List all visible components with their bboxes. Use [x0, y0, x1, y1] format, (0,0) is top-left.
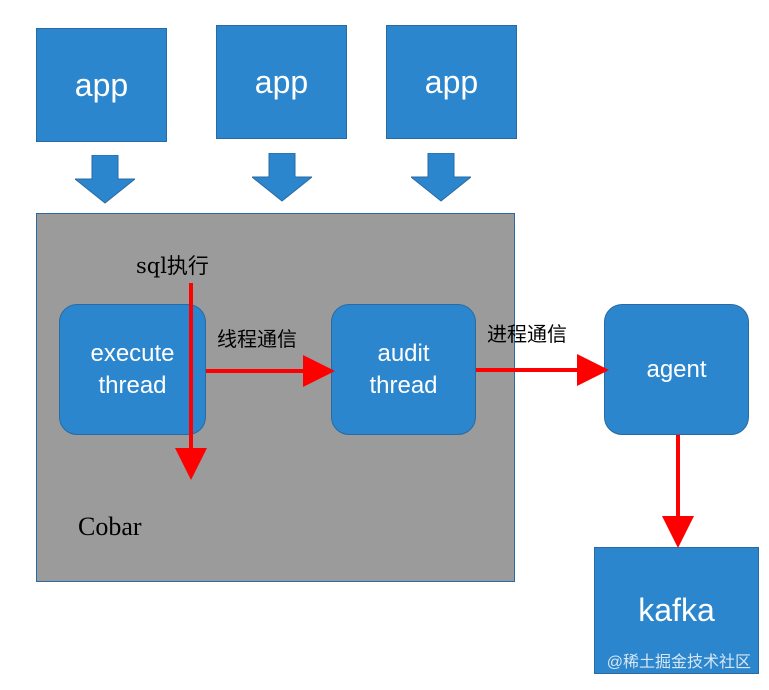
- cobar-label: Cobar: [78, 512, 142, 541]
- sql-exec-label: sql执行: [136, 254, 209, 278]
- watermark: @稀土掘金技术社区: [606, 654, 751, 671]
- kafka-label: kafka: [638, 592, 715, 628]
- app-node-3: app: [386, 25, 517, 139]
- agent-node: agent: [604, 304, 749, 435]
- process-comm-label: 进程通信: [487, 322, 567, 346]
- down-arrow-icon: [411, 153, 471, 202]
- thread-comm-label: 线程通信: [217, 327, 297, 351]
- audit-thread-line2: thread: [369, 371, 438, 399]
- app-label: app: [74, 66, 129, 103]
- app-label: app: [254, 63, 309, 100]
- kafka-node: kafka: [594, 547, 759, 674]
- app-label: app: [424, 63, 479, 100]
- audit-thread-line1: audit: [377, 339, 430, 367]
- down-arrow-icon: [252, 153, 312, 202]
- app-node-2: app: [216, 25, 347, 139]
- app-node-1: app: [36, 28, 167, 142]
- execute-thread-node: execute thread: [59, 304, 206, 435]
- execute-thread-line1: execute: [90, 339, 175, 367]
- down-arrow-icon: [75, 155, 135, 204]
- execute-thread-line2: thread: [98, 371, 167, 399]
- agent-label: agent: [646, 355, 707, 383]
